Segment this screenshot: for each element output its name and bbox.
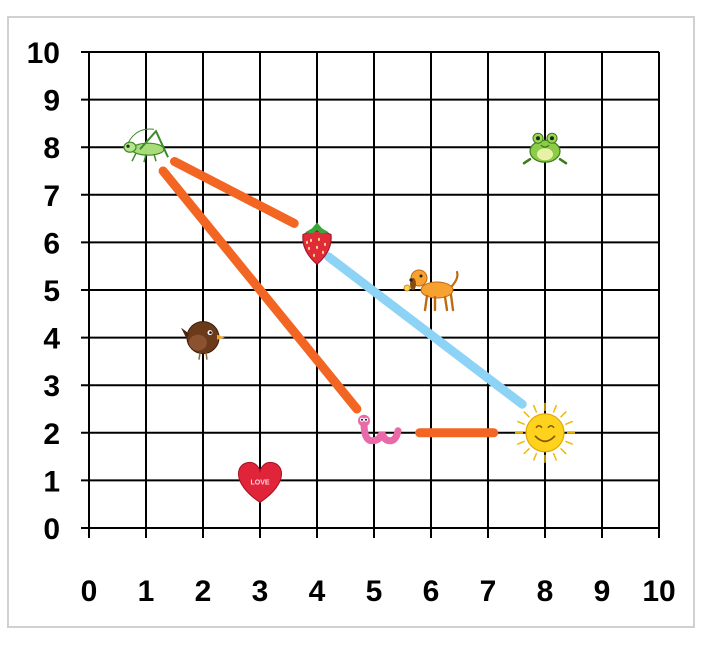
- bird-icon: [181, 321, 225, 360]
- x-tick-label: 5: [366, 575, 383, 608]
- worm-icon: [358, 414, 402, 445]
- x-tick-label: 7: [480, 575, 497, 608]
- grid: [81, 51, 660, 538]
- y-tick-label: 0: [43, 513, 60, 546]
- plotted-icons: LOVE: [123, 128, 575, 504]
- y-tick-label: 10: [27, 37, 60, 70]
- strawberry-icon: [302, 222, 332, 266]
- path-line: [170, 157, 299, 228]
- x-tick-label: 0: [81, 575, 98, 608]
- drawn-paths: [158, 157, 527, 438]
- frog-icon: [522, 132, 568, 165]
- y-tick-label: 9: [43, 85, 60, 118]
- y-tick-labels: 0 1 2 3 4 5 6 7 8 9 10: [27, 37, 61, 546]
- path-line: [323, 252, 527, 409]
- y-tick-label: 7: [43, 180, 60, 213]
- x-tick-label: 10: [642, 575, 675, 608]
- y-tick-label: 1: [43, 465, 60, 498]
- grasshopper-icon: [123, 128, 169, 163]
- y-tick-label: 5: [43, 275, 60, 308]
- heart-label: LOVE: [250, 479, 269, 486]
- x-tick-label: 6: [423, 575, 440, 608]
- y-tick-label: 3: [43, 370, 60, 403]
- x-tick-labels: 0 1 2 3 4 5 6 7 8 9 10: [81, 575, 676, 608]
- x-tick-label: 8: [537, 575, 554, 608]
- y-tick-label: 8: [43, 132, 60, 165]
- x-tick-label: 3: [252, 575, 269, 608]
- x-tick-label: 1: [138, 575, 155, 608]
- sun-icon: [515, 402, 575, 463]
- y-tick-label: 6: [43, 227, 60, 260]
- y-tick-label: 4: [43, 323, 60, 356]
- chart-frame: [7, 16, 695, 628]
- path-line: [158, 166, 362, 414]
- heart-icon: LOVE: [238, 461, 282, 504]
- y-tick-label: 2: [43, 418, 60, 451]
- x-tick-label: 2: [195, 575, 212, 608]
- x-tick-label: 4: [309, 575, 326, 608]
- x-tick-label: 9: [594, 575, 611, 608]
- dog-icon: [403, 269, 459, 312]
